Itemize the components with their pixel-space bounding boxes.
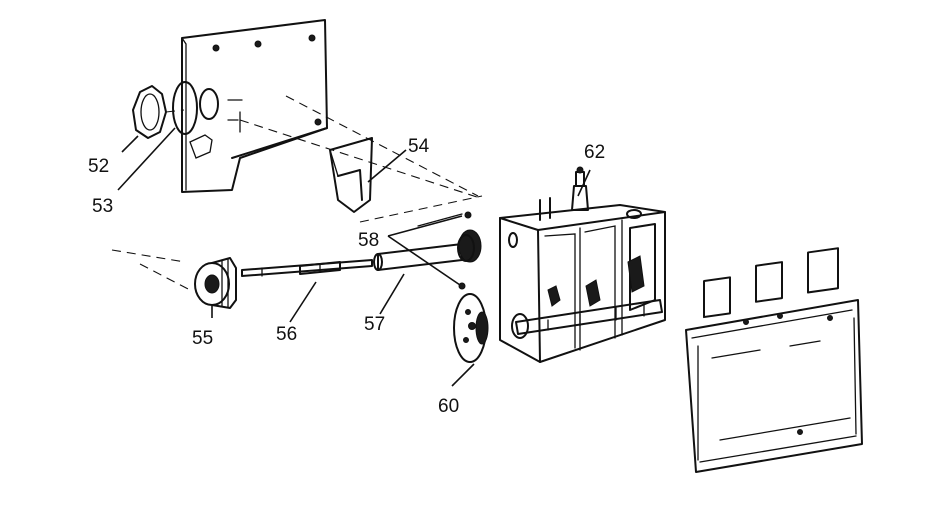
part-62-terminal-post xyxy=(571,166,589,211)
label-55: 55 xyxy=(192,328,213,349)
label-54: 54 xyxy=(408,136,430,157)
assembly-guide-lines xyxy=(111,95,483,291)
part-52-retaining-nut xyxy=(132,85,167,139)
label-53: 53 xyxy=(92,196,113,217)
cover-plate xyxy=(685,247,863,473)
label-62: 62 xyxy=(584,142,605,163)
switch-housing xyxy=(499,197,666,363)
part-55-bushing xyxy=(194,257,237,309)
leader-lines xyxy=(117,127,591,387)
label-52: 52 xyxy=(88,156,109,177)
part-53-bracket-plate xyxy=(172,19,328,193)
label-57: 57 xyxy=(364,314,385,335)
part-56-shaft xyxy=(241,259,373,277)
label-56: 56 xyxy=(276,324,297,345)
label-58: 58 xyxy=(358,230,379,251)
part-number-labels: 52 53 54 55 56 57 58 60 62 xyxy=(88,136,605,417)
part-60-cam-wheel xyxy=(453,293,489,363)
label-60: 60 xyxy=(438,396,459,417)
part-54-clip-bracket xyxy=(329,137,373,213)
part-58-gear xyxy=(417,211,482,290)
